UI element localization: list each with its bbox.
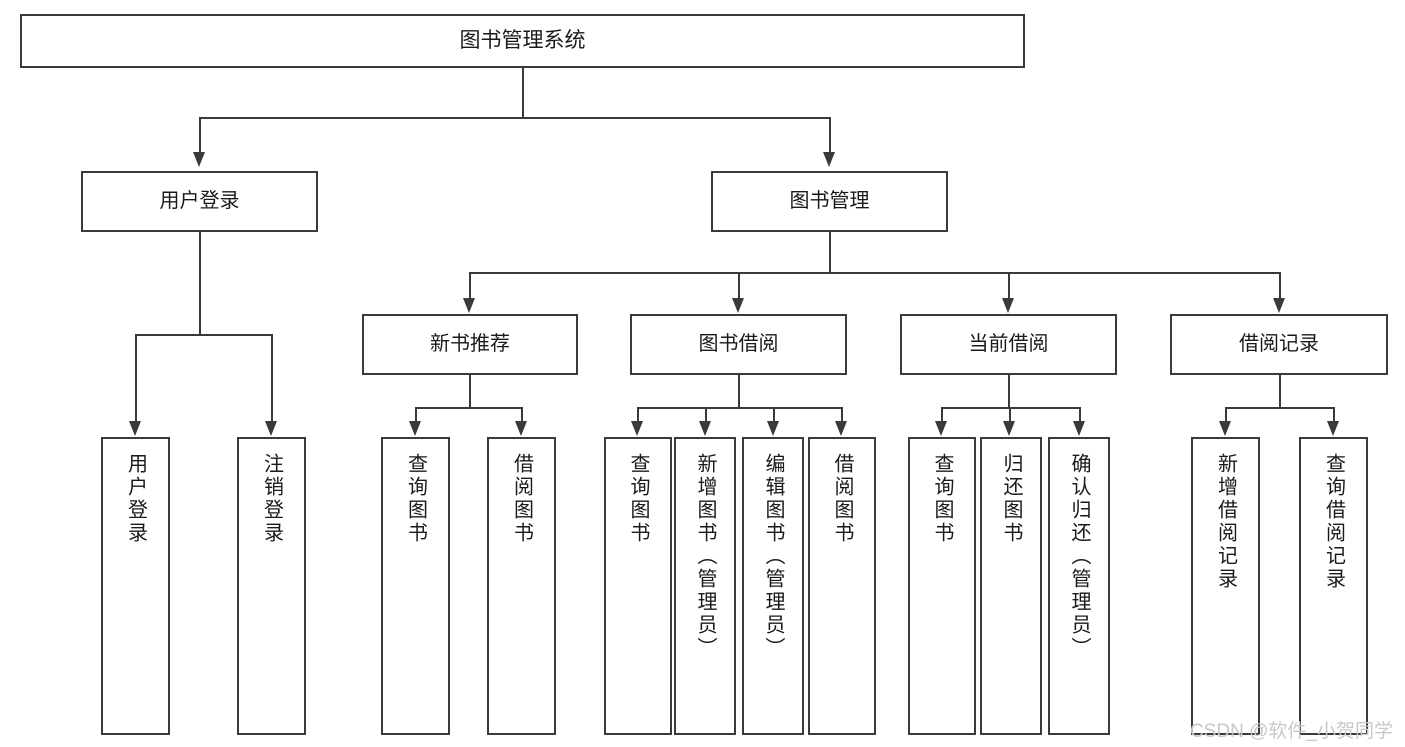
node-leaf-new-book-query[interactable]: 查询图书 (381, 437, 450, 735)
connector-drop-leaf-user-login-1 (271, 334, 273, 422)
connector-borrow-record-stem (1279, 375, 1281, 408)
connector-drop-leaf-current-borrow-1 (1009, 407, 1011, 422)
connector-drop-borrow-record (1279, 272, 1281, 299)
node-book-borrow[interactable]: 图书借阅 (630, 314, 847, 375)
node-label: 新增图书（管理员） (694, 453, 716, 660)
arrowhead-leaf-user-login-0 (129, 421, 141, 436)
watermark-text: CSDN @软件_小贺同学 (1190, 721, 1393, 742)
node-label: 注销登录 (260, 453, 283, 545)
node-label: 新增借阅记录 (1214, 453, 1237, 591)
node-leaf-user-login-login[interactable]: 用户登录 (101, 437, 170, 735)
arrowhead-leaf-book-borrow-1 (699, 421, 711, 436)
arrowhead-leaf-user-login-1 (265, 421, 277, 436)
node-leaf-borrow-record-add[interactable]: 新增借阅记录 (1191, 437, 1260, 735)
connector-book-borrow-stem (738, 375, 740, 408)
connector-drop-current-borrow (1008, 272, 1010, 299)
connector-drop-leaf-new-book-0 (415, 407, 417, 422)
connector-level2-bus (199, 117, 831, 119)
arrowhead-leaf-current-borrow-2 (1073, 421, 1085, 436)
arrowhead-leaf-current-borrow-0 (935, 421, 947, 436)
arrowhead-leaf-borrow-record-0 (1219, 421, 1231, 436)
connector-drop-leaf-new-book-1 (521, 407, 523, 422)
arrowhead-leaf-borrow-record-1 (1327, 421, 1339, 436)
node-label: 用户登录 (124, 453, 147, 545)
arrowhead-current-borrow (1002, 298, 1014, 313)
node-label: 图书借阅 (698, 333, 779, 355)
node-user-login[interactable]: 用户登录 (81, 171, 318, 232)
node-label: 当前借阅 (968, 333, 1049, 355)
node-leaf-book-borrow-borrow[interactable]: 借阅图书 (808, 437, 876, 735)
node-current-borrow[interactable]: 当前借阅 (900, 314, 1117, 375)
connector-root-stem (522, 68, 524, 118)
connector-drop-leaf-book-borrow-2 (773, 407, 775, 422)
node-leaf-book-borrow-edit[interactable]: 编辑图书（管理员） (742, 437, 804, 735)
node-leaf-book-borrow-query[interactable]: 查询图书 (604, 437, 672, 735)
node-leaf-current-borrow-query[interactable]: 查询图书 (908, 437, 976, 735)
node-label: 借阅图书 (831, 453, 853, 545)
node-label: 确认归还（管理员） (1068, 453, 1090, 660)
arrowhead-leaf-book-borrow-2 (767, 421, 779, 436)
arrowhead-leaf-new-book-0 (409, 421, 421, 436)
connector-drop-leaf-user-login-0 (135, 334, 137, 422)
connector-drop-leaf-book-borrow-1 (705, 407, 707, 422)
node-label: 图书管理系统 (459, 28, 586, 52)
arrowhead-leaf-book-borrow-3 (835, 421, 847, 436)
connector-book-borrow-bus (637, 407, 842, 409)
connector-drop-book-borrow (738, 272, 740, 299)
connector-drop-leaf-borrow-record-1 (1333, 407, 1335, 422)
connector-new-book-bus (415, 407, 523, 409)
connector-book-manage-stem (829, 232, 831, 274)
node-label: 查询图书 (404, 453, 427, 545)
connector-drop-leaf-book-borrow-0 (637, 407, 639, 422)
connector-drop-new-book (469, 272, 471, 299)
node-label: 查询图书 (627, 453, 649, 545)
connector-new-book-stem (469, 375, 471, 408)
node-new-book-recommend[interactable]: 新书推荐 (362, 314, 578, 375)
connector-drop-leaf-current-borrow-0 (941, 407, 943, 422)
connector-drop-leaf-current-borrow-2 (1079, 407, 1081, 422)
node-root-system[interactable]: 图书管理系统 (20, 14, 1025, 68)
node-label: 查询图书 (931, 453, 953, 545)
connector-drop-leaf-borrow-record-0 (1225, 407, 1227, 422)
connector-drop-user-login (199, 117, 201, 153)
node-label: 图书管理 (789, 190, 870, 212)
arrowhead-new-book (463, 298, 475, 313)
node-label: 归还图书 (1000, 453, 1022, 545)
node-label: 借阅记录 (1239, 333, 1319, 355)
node-label: 查询借阅记录 (1322, 453, 1345, 591)
arrowhead-leaf-current-borrow-1 (1003, 421, 1015, 436)
arrowhead-leaf-book-borrow-0 (631, 421, 643, 436)
arrowhead-leaf-new-book-1 (515, 421, 527, 436)
node-leaf-current-borrow-confirm[interactable]: 确认归还（管理员） (1048, 437, 1110, 735)
connector-user-login-stem (199, 232, 201, 335)
arrowhead-book-borrow (732, 298, 744, 313)
arrowhead-book-manage (823, 152, 835, 167)
arrowhead-borrow-record (1273, 298, 1285, 313)
node-leaf-book-borrow-add[interactable]: 新增图书（管理员） (674, 437, 736, 735)
node-label: 编辑图书（管理员） (762, 453, 784, 660)
connector-drop-leaf-book-borrow-3 (841, 407, 843, 422)
arrowhead-user-login (193, 152, 205, 167)
connector-user-login-bus (135, 334, 273, 336)
node-book-manage[interactable]: 图书管理 (711, 171, 948, 232)
connector-current-borrow-stem (1008, 375, 1010, 408)
connector-drop-book-manage (829, 117, 831, 153)
node-borrow-record[interactable]: 借阅记录 (1170, 314, 1388, 375)
node-leaf-current-borrow-return[interactable]: 归还图书 (980, 437, 1042, 735)
node-label: 用户登录 (159, 190, 240, 212)
node-leaf-new-book-borrow[interactable]: 借阅图书 (487, 437, 556, 735)
node-leaf-user-login-logout[interactable]: 注销登录 (237, 437, 306, 735)
connector-borrow-record-bus (1225, 407, 1335, 409)
node-leaf-borrow-record-query[interactable]: 查询借阅记录 (1299, 437, 1368, 735)
node-label: 新书推荐 (430, 333, 510, 355)
connector-level3-bus (469, 272, 1280, 274)
node-label: 借阅图书 (510, 453, 533, 545)
